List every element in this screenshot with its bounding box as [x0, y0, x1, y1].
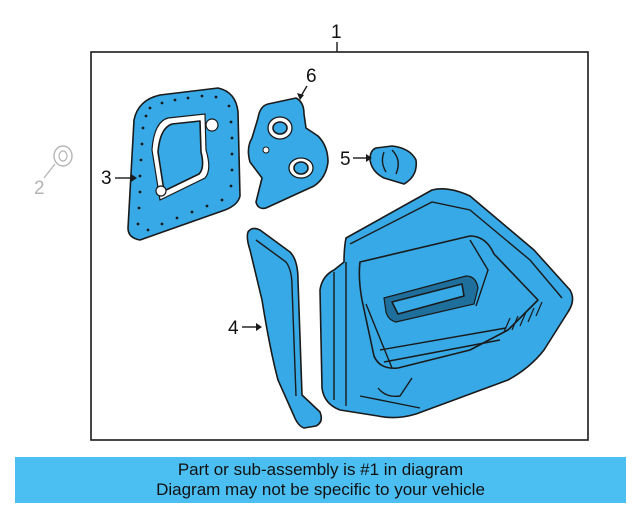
callout-4-label: 4 — [228, 318, 239, 339]
part-6-socket-plate: 6 — [247, 66, 329, 210]
part-1-tail-lamp-assembly — [319, 188, 574, 419]
banner-line-2: Diagram may not be specific to your vehi… — [156, 480, 485, 499]
callout-1-label: 1 — [331, 22, 342, 43]
part-5-bulb: 5 — [340, 145, 418, 185]
callout-1: 1 — [331, 22, 342, 52]
part-3-gasket: 3 — [101, 87, 241, 241]
parts-diagram: 1 2 3 — [34, 22, 589, 441]
assembly-frame — [90, 51, 589, 441]
callout-6-label: 6 — [306, 66, 317, 87]
part-2-nut: 2 — [34, 145, 73, 199]
part-4-trim-panel: 4 — [228, 227, 323, 429]
callout-5-label: 5 — [340, 149, 351, 170]
callout-3-label: 3 — [101, 168, 112, 189]
info-banner: Part or sub-assembly is #1 in diagram Di… — [15, 457, 626, 503]
callout-2-label: 2 — [34, 178, 45, 199]
banner-line-1: Part or sub-assembly is #1 in diagram — [177, 460, 464, 479]
